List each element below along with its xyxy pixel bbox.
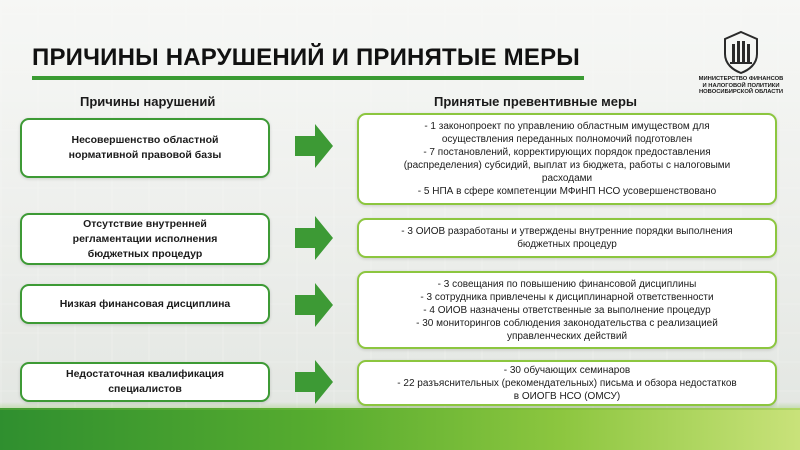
reason-box: Несовершенство областной нормативной пра… <box>20 118 270 178</box>
arrow-right-icon <box>295 216 333 260</box>
logo-line: НОВОСИБИРСКОЙ ОБЛАСТИ <box>698 89 784 96</box>
measure-line: бюджетных процедур <box>517 239 617 250</box>
bottom-green-band <box>0 402 800 450</box>
measure-line: (распределения) субсидий, выплат из бюдж… <box>403 160 731 171</box>
reason-text: Низкая финансовая дисциплина <box>59 297 231 310</box>
measure-line: управленческих действий <box>506 330 628 342</box>
reason-text: Несовершенство областной нормативной пра… <box>68 134 222 161</box>
arrow-right-icon <box>295 283 333 327</box>
measure-line: - 7 постановлений, корректирующих порядо… <box>423 147 711 158</box>
measure-box: - 3 совещания по повышению финансовой ди… <box>357 271 777 349</box>
measure-line: в ОИОГВ НСО (ОМСУ) <box>513 390 621 402</box>
reason-box: Недостаточная квалификация специалистов <box>20 362 270 402</box>
measure-line: - 30 мониторингов соблюдения законодател… <box>416 317 718 329</box>
measure-box: - 1 законопроект по управлению областным… <box>357 113 777 205</box>
reason-text: Недостаточная квалификация специалистов <box>66 368 224 395</box>
measure-line: - 22 разъяснительных (рекомендательных) … <box>397 377 737 389</box>
measure-line: расходами <box>541 173 593 184</box>
measure-line: - 1 законопроект по управлению областным… <box>424 121 710 132</box>
measure-box: - 3 ОИОВ разработаны и утверждены внутре… <box>357 218 777 258</box>
reason-box: Отсутствие внутренней регламентации испо… <box>20 213 270 265</box>
measure-box: - 30 обучающих семинаров - 22 разъясните… <box>357 360 777 406</box>
measure-line: - 3 совещания по повышению финансовой ди… <box>437 278 697 290</box>
reason-text: Отсутствие внутренней регламентации испо… <box>72 217 218 260</box>
arrow-right-icon <box>295 124 333 168</box>
page-title: ПРИЧИНЫ НАРУШЕНИЙ И ПРИНЯТЫЕ МЕРЫ <box>32 44 580 71</box>
reason-box: Низкая финансовая дисциплина <box>20 284 270 324</box>
ministry-logo: МИНИСТЕРСТВО ФИНАНСОВ И НАЛОГОВОЙ ПОЛИТИ… <box>695 30 787 96</box>
measures-heading: Принятые превентивные меры <box>434 94 637 109</box>
logo-line: МИНИСТЕРСТВО ФИНАНСОВ <box>698 76 784 82</box>
measure-line: - 5 НПА в сфере компетенции МФиНП НСО ус… <box>417 186 717 197</box>
reasons-heading: Причины нарушений <box>80 94 216 109</box>
logo-line: И НАЛОГОВОЙ ПОЛИТИКИ <box>702 82 780 89</box>
title-underline <box>32 76 584 80</box>
measure-line: - 4 ОИОВ назначены ответственные за выпо… <box>423 304 711 316</box>
ministry-emblem-icon <box>724 30 758 74</box>
measure-line: - 30 обучающих семинаров <box>503 364 631 376</box>
measure-line: - 3 ОИОВ разработаны и утверждены внутре… <box>401 226 733 237</box>
arrow-right-icon <box>295 360 333 404</box>
measure-line: - 3 сотрудника привлечены к дисциплинарн… <box>420 291 714 303</box>
measure-line: осуществления переданных полномочий подг… <box>441 134 693 145</box>
